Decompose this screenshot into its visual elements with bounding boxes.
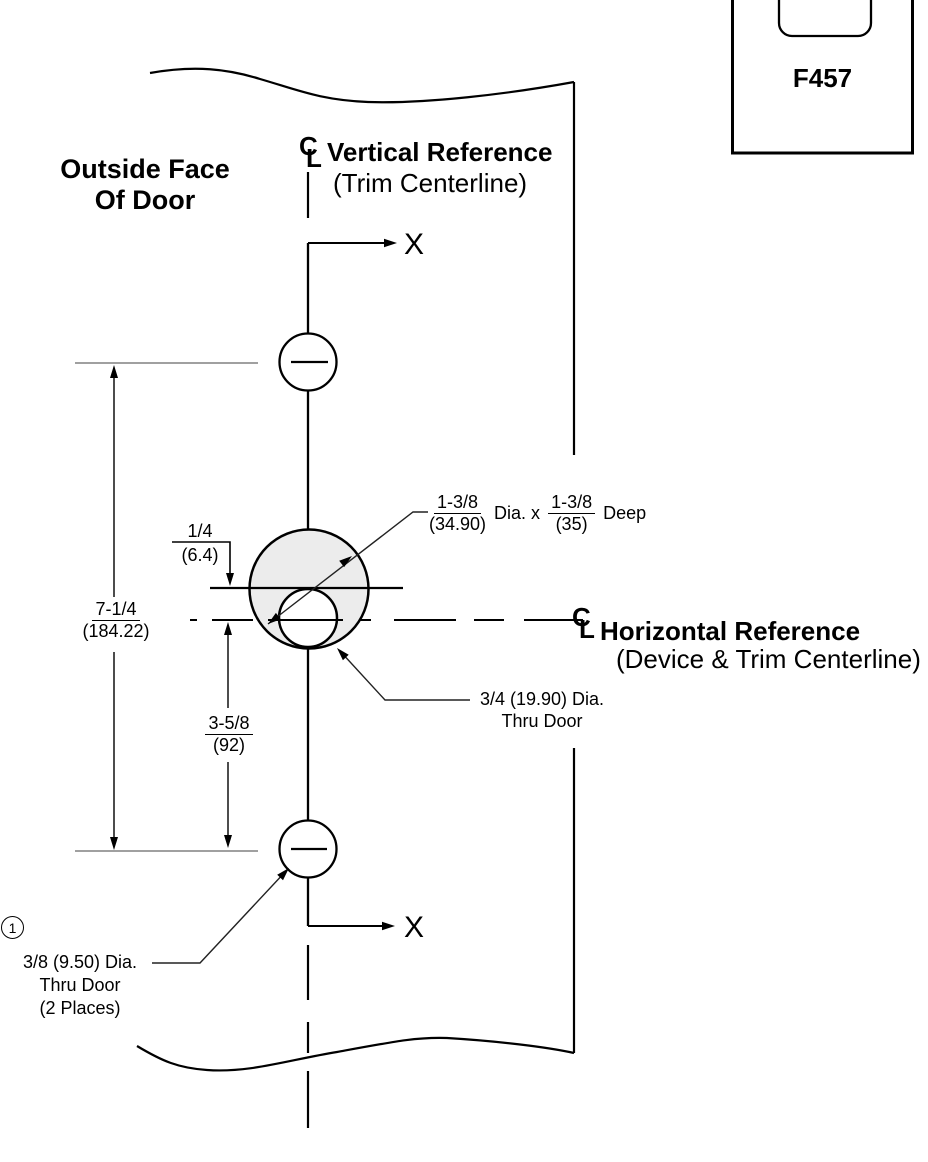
device-trim-centerline-sublabel: (Device & Trim Centerline)	[616, 644, 921, 674]
x-axis-bottom-arrowhead	[382, 921, 395, 931]
holes	[210, 332, 403, 879]
dim-lower-span-mm: (92)	[212, 735, 245, 755]
mounting-hole-flag-balloon: 1	[1, 916, 24, 939]
spindle-hole	[277, 587, 339, 649]
trim-model-label: F457	[792, 63, 853, 93]
dim-lower-span: 3-5/8 (92)	[183, 713, 275, 756]
spindle-hole-leader	[339, 650, 470, 701]
extension-lines	[75, 362, 258, 852]
leader-arrowheads	[268, 556, 352, 881]
mounting-hole-line1: 3/8 (9.50) Dia.	[22, 952, 138, 972]
dim-center-offset-inch: 1/4	[187, 521, 213, 541]
dimension-arrowheads	[110, 365, 234, 850]
door-break-line-top	[149, 67, 575, 104]
x-axis-label-top: X	[404, 228, 425, 261]
mounting-hole-line3: (2 Places)	[39, 998, 121, 1018]
centerline-symbol-c: C	[572, 602, 591, 632]
spindle-hole-annotation: 3/4 (19.90) Dia. Thru Door	[462, 688, 622, 732]
outside-face-label: Outside Face Of Door	[38, 154, 252, 216]
outside-face-line1: Outside Face	[60, 154, 230, 184]
centerline-symbol-c: C	[299, 131, 318, 161]
dim-vertical-span-mm: (184.22)	[82, 621, 150, 641]
door-outline	[136, 67, 576, 1072]
trim-box	[731, 0, 914, 155]
cylinder-hole-annotation: 1-3/8 (34.90) Dia. x 1-3/8 (35) Deep	[429, 492, 646, 535]
door-break-line-bottom	[136, 1036, 575, 1072]
trim-box-cutout	[777, 0, 873, 38]
cylinder-hole-mid-text: Dia. x	[494, 503, 541, 523]
leader-lines	[152, 511, 470, 964]
centerline-symbol-l: L	[579, 614, 595, 644]
cylinder-hole-depth-mm: (35)	[555, 514, 588, 534]
dim-line-center-offset	[172, 541, 231, 581]
dim-lower-span-inch: 3-5/8	[205, 713, 253, 735]
horizontal-reference-label: Horizontal Reference	[600, 616, 861, 646]
cylinder-hole-dia-mm: (34.90)	[429, 514, 487, 534]
mounting-hole-leader	[152, 870, 287, 964]
vertical-centerline-symbol: C L	[299, 133, 333, 173]
cylinder-hole-depth-inch: 1-3/8	[548, 492, 596, 514]
x-axis-top-arrowhead	[384, 238, 397, 248]
mounting-hole-line2: Thru Door	[39, 975, 121, 995]
horizontal-centerline-symbol: C L	[572, 604, 606, 644]
cylinder-diameter-leader	[267, 511, 428, 625]
vertical-reference-label: Vertical Reference	[327, 137, 553, 167]
trim-box-outline	[731, 0, 914, 155]
trim-centerline-sublabel: (Trim Centerline)	[333, 168, 528, 198]
dimension-lines	[110, 365, 234, 850]
cylinder-hole-depth-fraction: 1-3/8 (35)	[548, 492, 596, 535]
spindle-hole-line2: Thru Door	[501, 711, 583, 731]
centerline-symbol-l: L	[306, 143, 322, 173]
cylinder-hole-dia-inch: 1-3/8	[434, 492, 482, 514]
dim-vertical-span-inch: 7-1/4	[92, 599, 140, 621]
cylinder-hole-dia-fraction: 1-3/8 (34.90)	[429, 492, 486, 535]
outside-face-line2: Of Door	[94, 185, 196, 215]
spindle-hole-line1: 3/4 (19.90) Dia.	[479, 689, 605, 709]
x-axis-label-bottom: X	[404, 911, 425, 944]
dim-center-offset-mm: (6.4)	[181, 545, 219, 565]
dim-vertical-span: 7-1/4 (184.22)	[64, 599, 168, 642]
centerlines-and-axes	[190, 172, 583, 1128]
mounting-hole-annotation: 3/8 (9.50) Dia. Thru Door (2 Places)	[4, 951, 156, 1020]
cylinder-hole-suffix-text: Deep	[603, 503, 647, 523]
